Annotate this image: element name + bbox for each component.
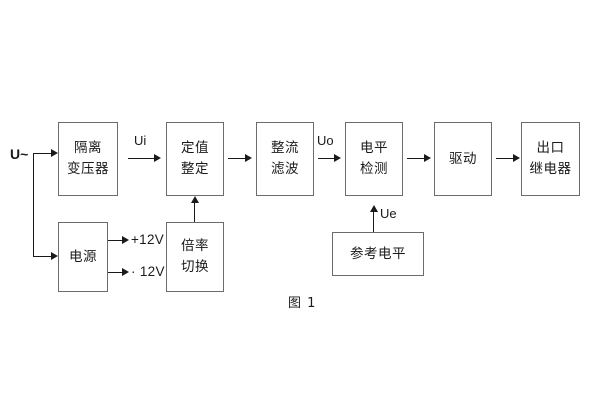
connector-rectify-to-level-line [318, 158, 337, 160]
connector-reference-to-level-line [373, 211, 375, 232]
block-driver-line-1: 驱动 [449, 150, 477, 167]
connector-isolation-to-setting-arrow-icon [154, 153, 161, 162]
rail-negative-label: · 12V [131, 264, 165, 279]
block-rectify-filter-line-1: 整流 [271, 140, 299, 157]
figure-caption: 图 1 [288, 296, 317, 311]
block-reference-level-line-1: 参考电平 [350, 245, 406, 262]
connector-level-to-driver-arrow-icon [424, 153, 431, 162]
block-rectify-filter-line-2: 滤波 [271, 161, 299, 177]
rail-positive-arrow-icon [122, 235, 129, 244]
block-multiplier-switch-line-2: 切换 [181, 259, 209, 275]
source-feed-bottom-arrow-icon [51, 251, 58, 260]
block-driver[interactable]: 驱动 [434, 122, 492, 196]
block-output-relay-line-1: 出口 [536, 140, 565, 157]
signal-label-ue: Ue [380, 206, 397, 221]
source-branch-vertical-line [33, 153, 35, 257]
signal-label-ui: Ui [134, 133, 147, 148]
block-level-detect-line-1: 电平 [360, 140, 388, 157]
connector-rectify-to-level-arrow-icon [334, 153, 341, 162]
block-isolation-transformer-line-2: 变压器 [67, 161, 109, 177]
rail-positive-line [108, 240, 125, 242]
block-setting-value-line-1: 定值 [181, 140, 209, 157]
connector-multiplier-to-setting-line [194, 203, 196, 222]
block-output-relay-line-2: 继电器 [529, 161, 572, 177]
source-feed-bottom-line [33, 256, 55, 258]
rail-negative-arrow-icon [122, 267, 129, 276]
block-setting-value[interactable]: 定值 整定 [166, 122, 224, 196]
connector-setting-to-rectify-line [228, 158, 248, 160]
connector-setting-to-rectify-arrow-icon [245, 153, 252, 162]
connector-multiplier-to-setting-arrow-icon [190, 196, 199, 203]
connector-isolation-to-setting-line [128, 158, 156, 160]
block-rectify-filter[interactable]: 整流 滤波 [256, 122, 314, 196]
source-feed-top-arrow-icon [51, 148, 58, 157]
block-level-detect-line-2: 检测 [360, 161, 388, 177]
block-power-supply[interactable]: 电源 [58, 222, 108, 292]
connector-reference-to-level-arrow-icon [369, 205, 378, 212]
block-output-relay[interactable]: 出口 继电器 [521, 122, 580, 196]
rail-positive-label: +12V [131, 232, 165, 247]
block-isolation-transformer-line-1: 隔离 [74, 140, 102, 157]
connector-driver-to-relay-line [496, 158, 516, 160]
connector-driver-to-relay-arrow-icon [513, 153, 520, 162]
block-power-supply-line-1: 电源 [69, 248, 97, 265]
signal-label-uo: Uo [317, 133, 334, 148]
rail-negative-line [108, 272, 125, 274]
block-isolation-transformer[interactable]: 隔离 变压器 [58, 122, 118, 196]
block-setting-value-line-2: 整定 [181, 161, 209, 177]
block-reference-level[interactable]: 参考电平 [332, 232, 424, 276]
source-feed-top-line [33, 153, 55, 155]
block-multiplier-switch[interactable]: 倍率 切换 [166, 222, 224, 292]
block-level-detect[interactable]: 电平 检测 [345, 122, 403, 196]
source-label-u-ac: U~ [10, 146, 29, 162]
block-multiplier-switch-line-1: 倍率 [181, 238, 209, 255]
connector-level-to-driver-line [407, 158, 427, 160]
